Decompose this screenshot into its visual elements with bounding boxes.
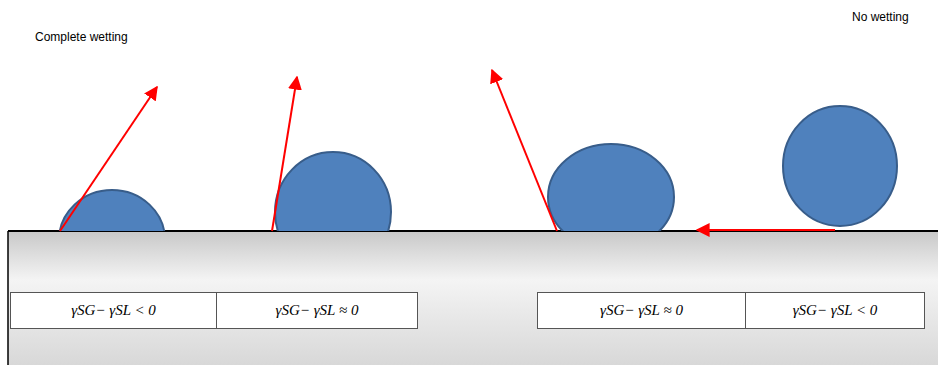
formula-box: γSG− γSL < 0 <box>10 292 217 329</box>
droplet <box>548 144 674 231</box>
caption-label: No wetting <box>852 10 909 24</box>
contact-angle-arrow <box>60 87 157 231</box>
droplet <box>783 106 897 226</box>
formula-box: γSG− γSL ≈ 0 <box>537 292 746 329</box>
formula-text: γSG− γSL ≈ 0 <box>600 302 683 319</box>
formula-text: γSG− γSL < 0 <box>71 302 156 319</box>
formula-text: γSG− γSL ≈ 0 <box>276 302 359 319</box>
droplet <box>275 152 391 231</box>
formula-box: γSG− γSL < 0 <box>745 292 925 329</box>
formula-box: γSG− γSL ≈ 0 <box>216 292 418 329</box>
contact-angle-arrow <box>492 70 557 231</box>
formula-text: γSG− γSL < 0 <box>793 302 878 319</box>
caption-label: Complete wetting <box>35 30 128 44</box>
contact-angle-arrow <box>697 229 835 231</box>
substrate-edge <box>7 231 9 365</box>
substrate <box>8 231 938 365</box>
contact-angle-arrow <box>272 77 297 231</box>
